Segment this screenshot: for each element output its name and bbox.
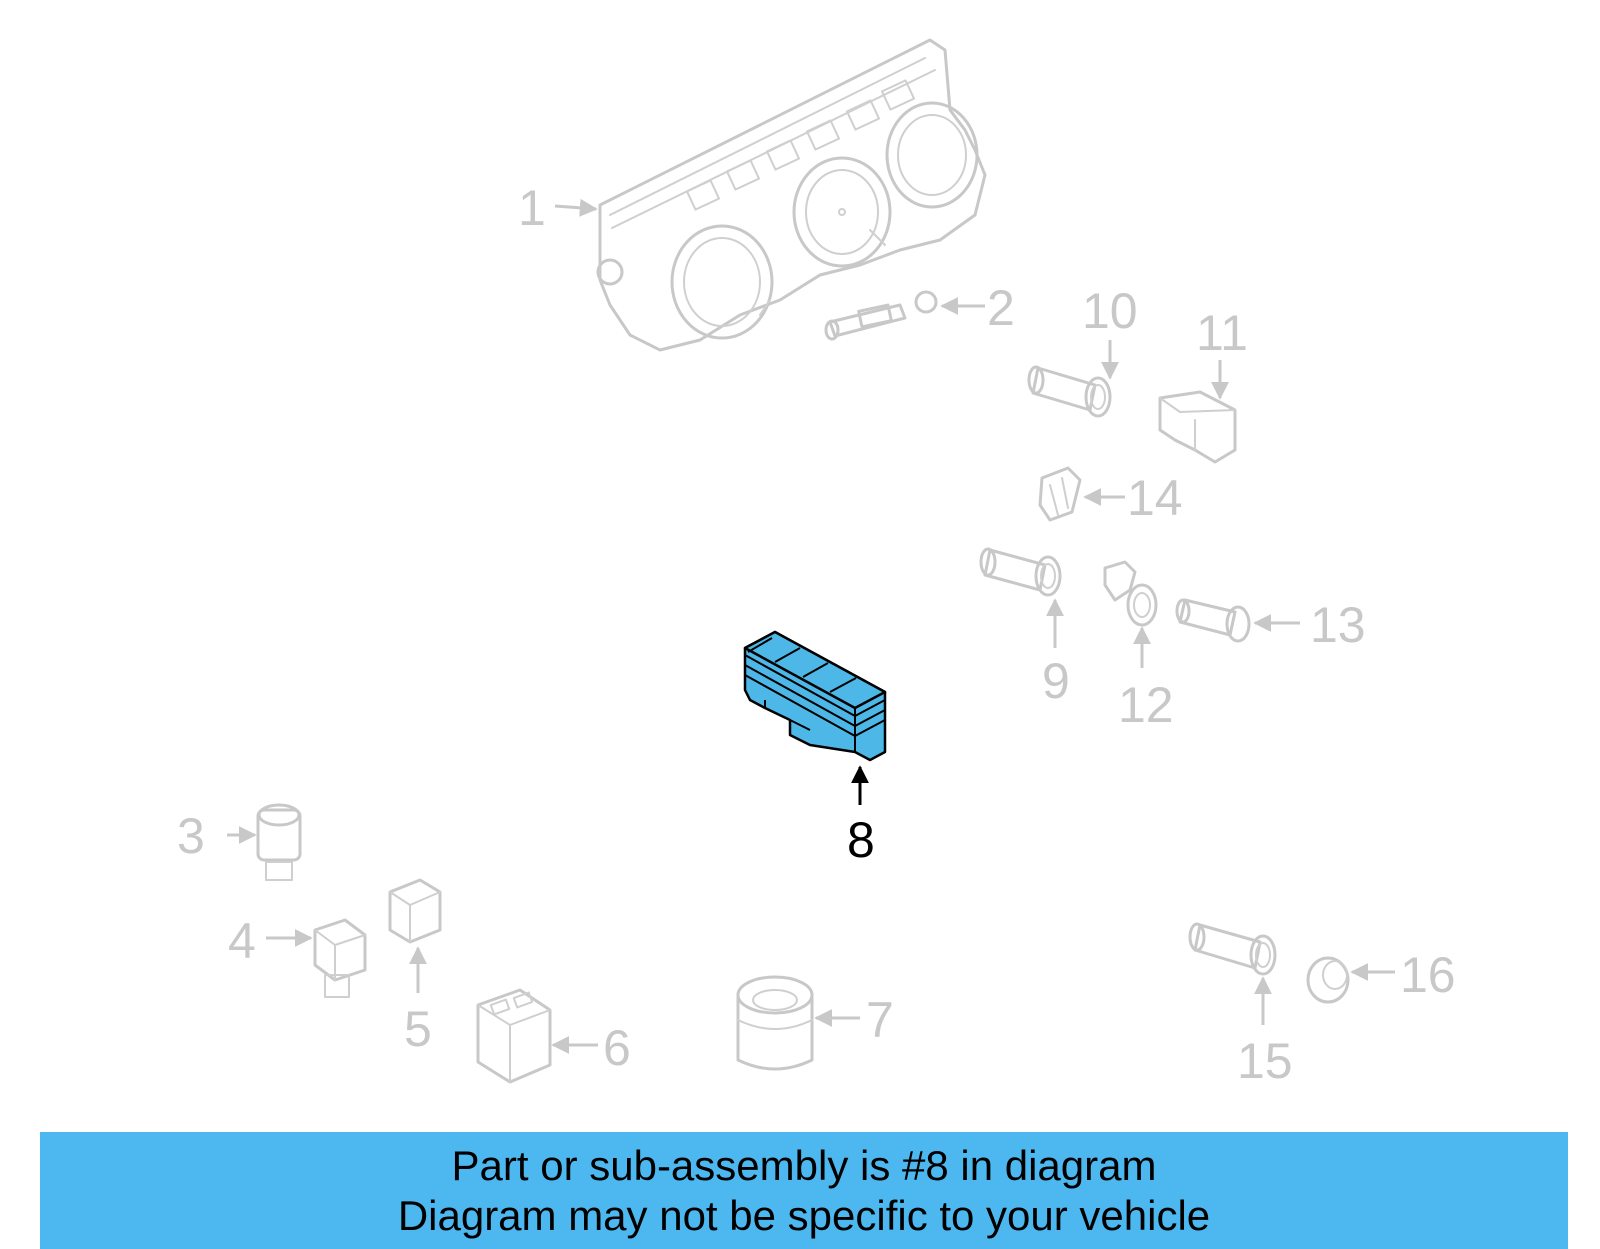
part-6-connector [476,988,552,1084]
part-3-switch [256,803,302,881]
callout-12: 12 [1118,677,1174,733]
part-4-switch [313,918,367,998]
callout-8: 8 [847,812,875,868]
part-12-bulb-holder [1103,560,1158,627]
part-1-climate-control-panel [596,38,987,352]
callout-4: 4 [228,913,256,969]
callout-1: 1 [518,180,546,236]
callout-10: 10 [1082,283,1138,339]
part-9-bulb-socket [979,547,1062,597]
callout-2: 2 [987,280,1015,336]
part-13-bulb [1175,598,1251,643]
callout-5: 5 [404,1001,432,1057]
callout-3: 3 [177,808,205,864]
callout-15: 15 [1237,1033,1293,1089]
callout-14: 14 [1127,470,1183,526]
callout-6: 6 [603,1020,631,1076]
leader-lines [227,198,1395,1054]
info-banner: Part or sub-assembly is #8 in diagram Di… [40,1132,1568,1249]
part-2-bulb [824,290,938,341]
part-10-bulb-socket [1027,365,1112,418]
callout-labels: 1 2 3 4 5 6 7 8 9 10 11 12 13 14 15 16 [177,180,1456,1089]
part-5-switch [388,878,442,944]
part-15-bulb-socket [1188,922,1277,976]
leader-1 [554,198,598,217]
part-16-cap [1306,956,1350,1004]
part-11-connector [1158,390,1237,464]
part-7-rotary-knob [736,975,814,1071]
part-14-clip [1038,466,1082,522]
part-8-switch-module [743,630,887,762]
banner-line-1: Part or sub-assembly is #8 in diagram [451,1141,1157,1189]
callout-9: 9 [1042,653,1070,709]
banner-line-2: Diagram may not be specific to your vehi… [397,1191,1211,1239]
callout-11: 11 [1196,305,1248,361]
callout-13: 13 [1310,597,1366,653]
callout-7: 7 [866,992,894,1048]
callout-16: 16 [1400,947,1456,1003]
